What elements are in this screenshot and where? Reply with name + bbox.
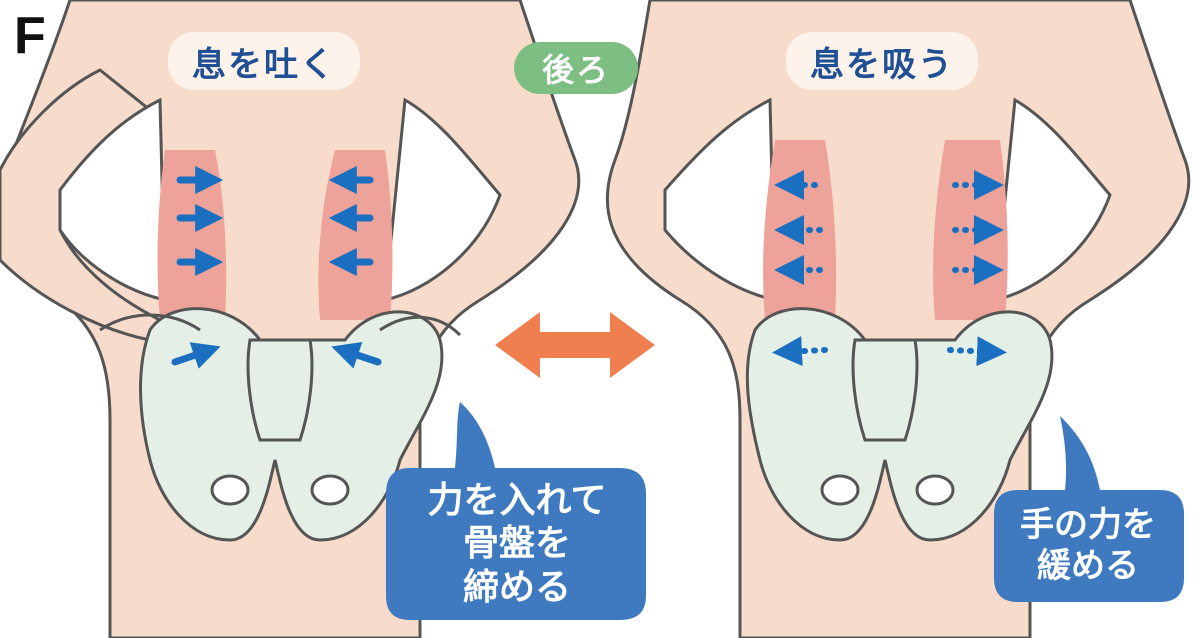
right-arrows: [772, 170, 1007, 367]
right-bubble-text: 手の力を 緩める: [994, 490, 1182, 602]
left-bubble-line: 締める: [462, 566, 571, 608]
arrow-in-8: [331, 342, 382, 369]
arrow-out-8: [947, 336, 1007, 367]
arrow-out-7: [772, 336, 828, 367]
exhale-label: 息を吐く: [168, 32, 360, 90]
right-sacrum: [851, 338, 919, 442]
left-bubble-text: 力を入れて 骨盤を 締める: [388, 468, 646, 620]
right-hole-left: [820, 474, 860, 506]
right-bubble-line: 緩める: [1037, 546, 1139, 586]
double-arrow: [495, 312, 655, 378]
left-armgap-right: [383, 97, 502, 302]
left-muscle-right: [318, 150, 393, 320]
left-speech-bubble: [386, 402, 646, 620]
left-arrows: [171, 166, 382, 369]
inhale-label: 息を吸う: [786, 32, 978, 90]
left-hole-left: [210, 474, 250, 506]
left-sacrum: [246, 338, 314, 442]
left-bubble-line: 骨盤を: [462, 523, 571, 565]
right-hole-right: [915, 474, 955, 506]
right-armgap-right: [993, 97, 1112, 302]
right-speech-bubble: [994, 416, 1184, 602]
left-bubble-line: 力を入れて: [427, 480, 607, 522]
left-hole-right: [310, 474, 350, 506]
left-muscle-left: [157, 150, 227, 320]
left-hand-right: [379, 315, 462, 337]
arrow-in-7: [171, 342, 221, 369]
left-hand-left: [99, 313, 201, 332]
right-bubble-line: 手の力を: [1020, 505, 1156, 546]
back-label: 後ろ: [514, 42, 638, 94]
right-muscle-right: [933, 140, 1008, 320]
panel-letter: F: [14, 7, 46, 65]
